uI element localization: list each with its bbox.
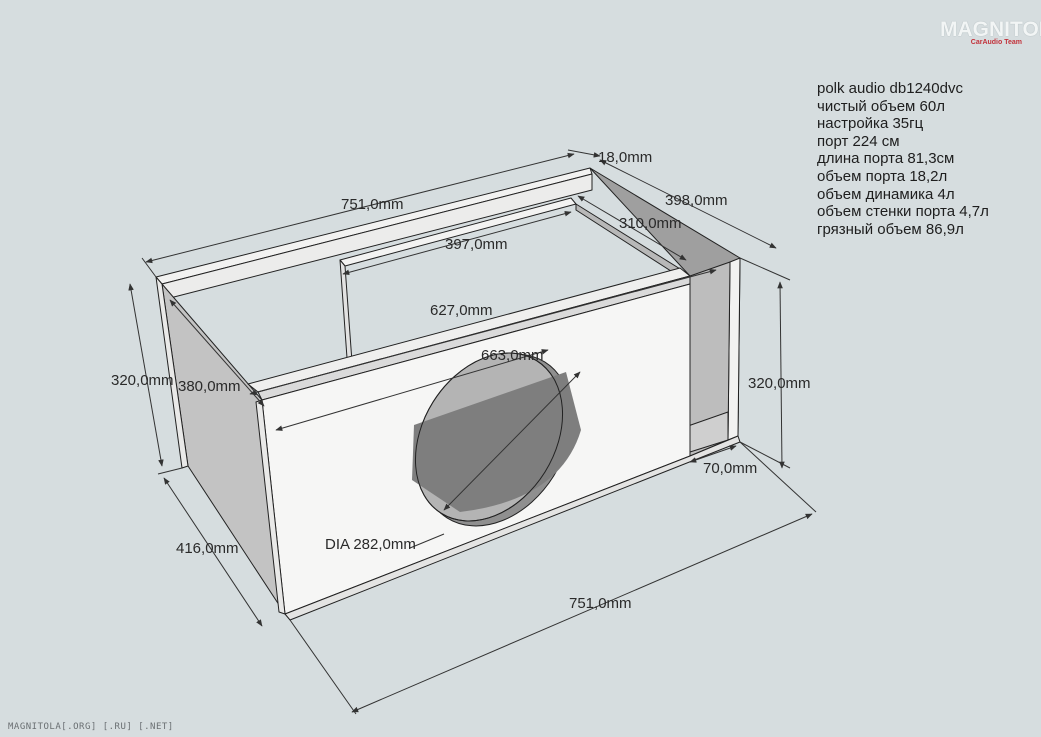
dim-bottom-depth: 416,0mm <box>176 540 239 557</box>
spec-line: polk audio db1240dvc <box>817 80 963 97</box>
ext-line <box>739 257 791 281</box>
dim-line-inner-depth <box>169 299 265 407</box>
dim-line-height-right <box>777 281 785 469</box>
spec-line: порт 224 см <box>817 132 900 150</box>
dim-line-wall <box>567 149 601 158</box>
ext-line <box>141 257 157 278</box>
dim-line-bottom-length <box>351 513 813 713</box>
dim-inner-panel-width: 397,0mm <box>445 236 508 253</box>
dim-port-gap: 70,0mm <box>703 460 757 477</box>
dim-wall-thickness: 18,0mm <box>598 149 652 166</box>
dim-line-inner-panel <box>342 210 572 276</box>
dim-height-left: 320,0mm <box>111 372 174 389</box>
footer-watermark: MAGNITOLA[.ORG] [.RU] [.NET] <box>8 722 174 732</box>
dim-inner-depth: 380,0mm <box>178 378 241 395</box>
logo-main: MAGNITOLA <box>940 18 1041 41</box>
ext-line <box>739 441 791 469</box>
dim-height-right: 320,0mm <box>748 375 811 392</box>
dim-top-depth: 398,0mm <box>665 192 728 209</box>
spec-line: объем порта 18,2л <box>817 167 948 185</box>
dim-line-top-depth <box>599 159 777 249</box>
dim-baffle-length: 663,0mm <box>481 347 544 364</box>
dim-line-port-gap <box>689 445 737 463</box>
spec-line: грязный объем 86,9л <box>817 220 964 238</box>
dim-cutout-diameter: DIA 282,0mm <box>325 536 416 553</box>
dim-line-port <box>577 195 687 261</box>
top-rim <box>155 167 593 285</box>
dim-line-cutout <box>443 371 581 511</box>
dim-line-bottom-depth <box>163 477 263 627</box>
dimension-lines <box>128 149 817 715</box>
inner-panel-face <box>339 259 353 363</box>
dim-port-width: 310,0mm <box>619 215 682 232</box>
dim-line-height-left <box>128 283 164 467</box>
spec-line: объем динамика 4л <box>817 185 955 203</box>
dim-top-length: 751,0mm <box>341 196 404 213</box>
spec-line: настройка 35гц <box>817 115 924 133</box>
spec-line: чистый объем 60л <box>817 97 945 115</box>
logo-sub: CarAudio Team <box>970 39 1022 46</box>
dimension-labels: 751,0mm 18,0mm 398,0mm 397,0mm 310,0mm 6… <box>111 149 811 612</box>
dim-bottom-length: 751,0mm <box>569 595 632 612</box>
ext-line <box>739 441 817 513</box>
interior-back-wall <box>161 173 593 299</box>
spec-line: длина порта 81,3см <box>817 150 955 168</box>
dim-line-baffle <box>275 349 549 431</box>
magnitola-logo: MAGNITOLA CarAudio Team <box>940 18 1041 46</box>
ext-line <box>157 467 183 475</box>
ext-line <box>289 619 357 715</box>
spec-notes: polk audio db1240dvc чистый объем 60л на… <box>817 80 989 238</box>
dim-inner-length: 627,0mm <box>430 302 493 319</box>
spec-line: объем стенки порта 4,7л <box>817 203 989 221</box>
dim-line-top-length <box>145 152 575 264</box>
